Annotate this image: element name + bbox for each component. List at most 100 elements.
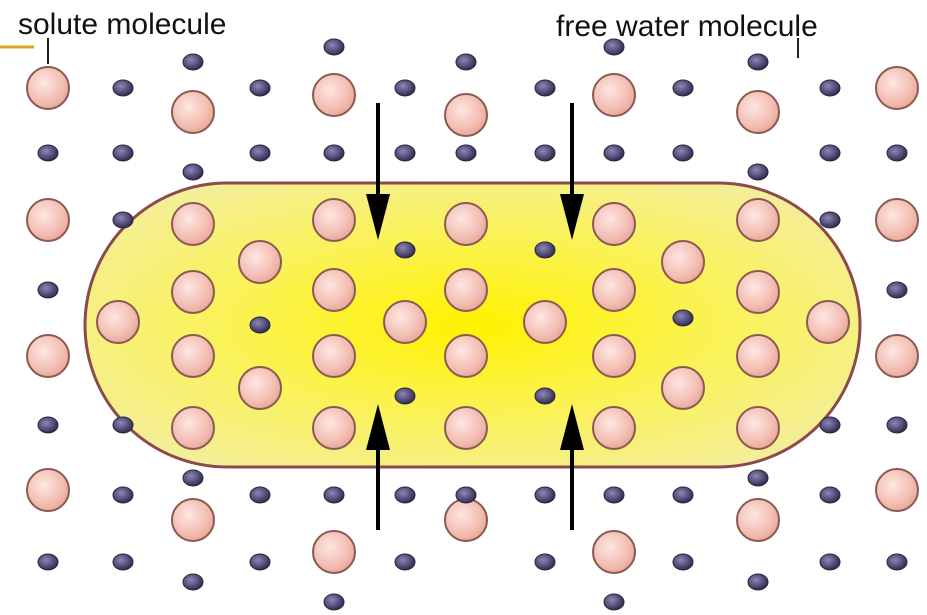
water-molecule [250,317,270,333]
water-molecule [324,594,344,610]
solute-molecule [593,269,635,311]
water-molecule [395,80,415,96]
water-molecule [820,145,840,161]
solute-molecule [737,199,779,241]
water-molecule [38,145,58,161]
solute-molecule [313,199,355,241]
water-molecule [113,212,133,228]
water-molecule [535,554,555,570]
solute-molecule [313,335,355,377]
solute-molecule [313,269,355,311]
water-molecule [673,310,693,326]
water-molecule [38,282,58,298]
solute-molecule [445,499,487,541]
solute-molecule [172,407,214,449]
solute-molecule [97,301,139,343]
water-molecule [604,39,624,55]
solute-molecule [593,531,635,573]
solute-molecule [313,74,355,116]
solute-molecule [172,271,214,313]
water-molecule [456,54,476,70]
water-molecule [535,487,555,503]
water-molecule [395,487,415,503]
solute-molecule [27,469,69,511]
water-molecule [113,80,133,96]
water-molecule [820,487,840,503]
solute-molecule [737,271,779,313]
solute-molecule [313,531,355,573]
water-molecule [820,212,840,228]
solute-molecule [239,367,281,409]
solute-molecule [239,241,281,283]
solute-molecule [524,301,566,343]
water-molecule [820,417,840,433]
water-molecule [113,554,133,570]
solute-molecule [27,335,69,377]
solute-molecule [737,335,779,377]
water-molecule [604,594,624,610]
water-molecule [183,54,203,70]
solute-molecule [384,301,426,343]
water-molecule [183,470,203,486]
solute-molecule-label: solute molecule [18,8,226,41]
solute-molecule [172,91,214,133]
solute-molecule [445,269,487,311]
water-molecule [535,80,555,96]
water-molecule [604,145,624,161]
solute-molecule [445,203,487,245]
solute-molecule [876,469,918,511]
solute-molecule [445,407,487,449]
water-molecule [748,54,768,70]
solute-molecule [662,367,704,409]
free-water-molecule-label: free water molecule [556,10,818,43]
water-molecule [250,487,270,503]
solute-molecule [593,407,635,449]
solute-molecule [593,203,635,245]
water-molecule [250,554,270,570]
water-molecule [673,145,693,161]
solute-molecule [807,301,849,343]
solute-molecule [27,67,69,109]
water-molecule [887,145,907,161]
water-molecule [250,145,270,161]
water-molecule [673,487,693,503]
water-molecule [324,487,344,503]
water-molecule [324,39,344,55]
water-molecule [820,554,840,570]
solute-molecule [593,74,635,116]
water-molecule [250,80,270,96]
solute-molecule [593,335,635,377]
water-molecule [748,574,768,590]
water-molecule [535,145,555,161]
solute-molecule [876,335,918,377]
solute-molecule [313,407,355,449]
water-molecule [820,80,840,96]
water-molecule [887,554,907,570]
solute-molecule [737,407,779,449]
water-molecule [673,554,693,570]
water-molecule [113,487,133,503]
water-molecule [395,388,415,404]
solute-molecule [445,94,487,136]
solute-molecule [662,241,704,283]
water-molecule [38,554,58,570]
water-molecule [456,487,476,503]
water-molecule [183,574,203,590]
water-molecule [535,242,555,258]
water-molecule [395,145,415,161]
water-molecule [395,554,415,570]
water-molecule [324,145,344,161]
solute-molecule [27,199,69,241]
water-molecule [748,470,768,486]
solute-molecule [737,91,779,133]
water-molecule [456,145,476,161]
water-molecule [535,388,555,404]
water-molecule [748,164,768,180]
solute-molecule [172,499,214,541]
water-molecule [673,80,693,96]
water-molecule [395,242,415,258]
water-molecule [604,487,624,503]
water-molecule [887,417,907,433]
solute-molecule [876,67,918,109]
